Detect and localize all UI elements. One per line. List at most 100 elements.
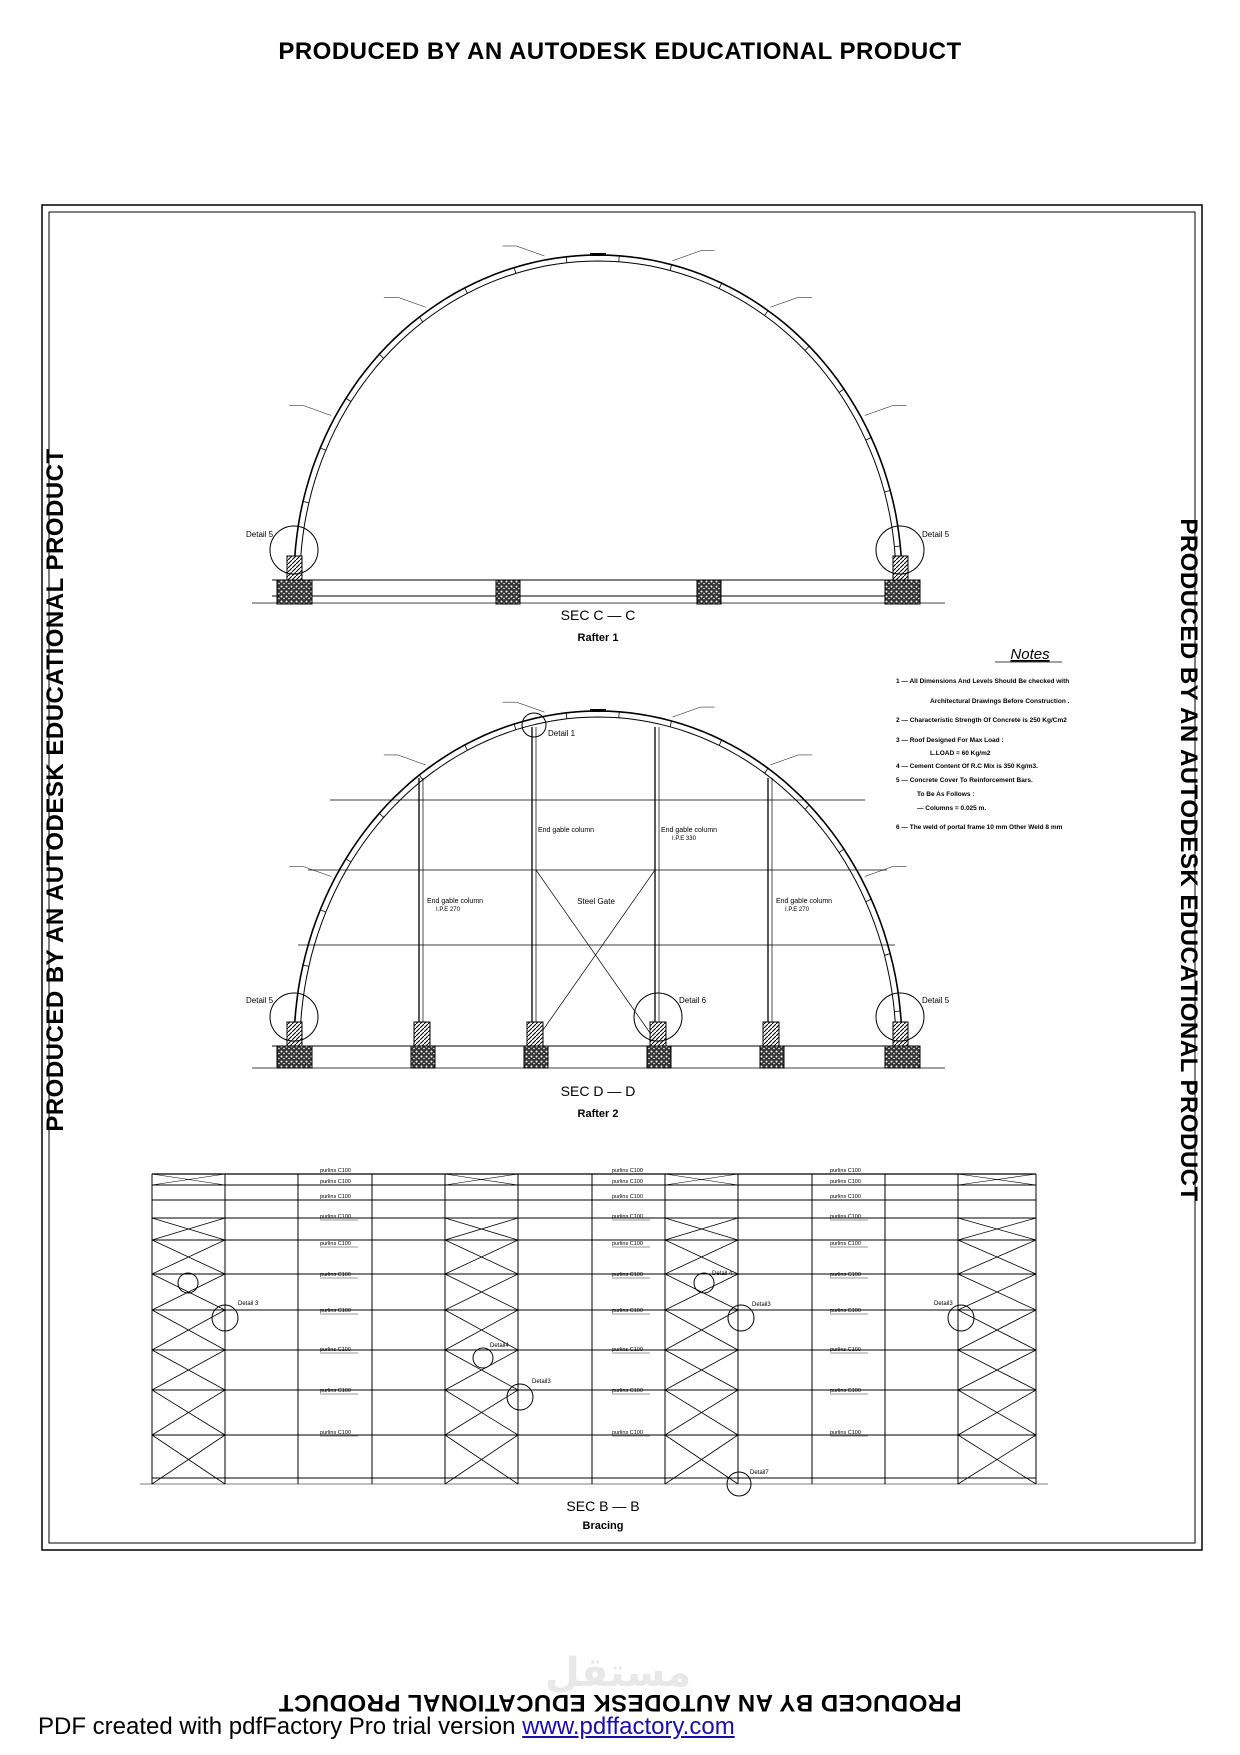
detail3-circle-1 <box>177 1272 199 1294</box>
section-bb-bracing <box>140 1173 1048 1485</box>
annotation-leader <box>770 754 799 766</box>
notes-block: Notes 1 — All Dimensions And Levels Shou… <box>896 646 1070 831</box>
detail5-label-dd-right: Detail 5 <box>922 996 950 1005</box>
purlin-label: purlins C100 <box>612 1168 643 1174</box>
rafter-joint-mark <box>894 545 901 548</box>
section-dd-arch <box>289 701 907 1047</box>
x-brace-member <box>664 1239 739 1275</box>
note-line-8: To Be As Follows : <box>917 791 974 798</box>
note-line-5: L.LOAD = 60 Kg/m2 <box>930 750 991 757</box>
purlin-label: purlins C100 <box>320 1194 351 1200</box>
x-brace-member <box>957 1349 1037 1391</box>
detail4-circle-1 <box>472 1347 494 1369</box>
end-gable-column-label-4: End gable column <box>776 898 832 905</box>
footing-left <box>276 579 313 605</box>
rafter-joint-mark <box>838 388 845 393</box>
purlin-label: purlins C100 <box>320 1214 351 1220</box>
detail1-circle <box>521 712 547 738</box>
annotation-leader <box>864 405 893 416</box>
note-line-4: 3 — Roof Designed For Max Load : <box>896 737 1004 744</box>
end-gable-column-label-1: End gable column <box>538 827 594 834</box>
x-brace-member <box>151 1217 226 1241</box>
detail3-circle-5 <box>947 1304 975 1332</box>
section-cc-subtitle: Rafter 1 <box>578 632 619 644</box>
ipe270-label-2: I.P.E 270 <box>785 907 810 913</box>
purlin-label: purlins C100 <box>320 1272 351 1278</box>
rafter-joint-mark <box>838 848 845 853</box>
purlin-label: purlins C100 <box>612 1388 643 1394</box>
notes-heading: Notes <box>1010 646 1050 663</box>
detail5-label-cc-left: Detail 5 <box>246 530 274 539</box>
note-line-10: 6 — The weld of portal frame 10 mm Other… <box>896 824 1063 831</box>
x-brace-member <box>151 1273 226 1311</box>
detail3-label-4: Detail3 <box>752 1302 771 1308</box>
purlin-label: purlins C100 <box>830 1194 861 1200</box>
rafter-joint-mark <box>418 316 424 323</box>
ipe270-label-1: I.P.E 270 <box>436 907 461 913</box>
purlin-label: purlins C100 <box>320 1179 351 1185</box>
purlin-label: purlins C100 <box>612 1214 643 1220</box>
detail5-circle-cc-left <box>269 525 319 575</box>
detail3-circle-4 <box>727 1304 755 1332</box>
footing-right <box>884 579 921 605</box>
section-bb-subtitle: Bracing <box>583 1520 624 1532</box>
ridge-splice <box>590 709 606 712</box>
pdf-footer: PDF created with pdfFactory Pro trial ve… <box>38 1713 735 1741</box>
rafter-joint-mark <box>418 774 424 781</box>
rafter-joint-mark <box>320 447 326 451</box>
section-bb-title: SEC B — B <box>566 1498 639 1514</box>
rafter-joint-mark <box>669 720 672 727</box>
section-cc-arch <box>289 245 907 581</box>
purlin-label: purlins C100 <box>830 1272 861 1278</box>
annotation-leader <box>516 245 545 257</box>
x-brace-member <box>957 1217 1037 1241</box>
pdf-footer-text: PDF created with pdfFactory Pro trial ve… <box>38 1713 523 1740</box>
rafter-joint-mark <box>302 500 309 504</box>
x-brace-member <box>151 1349 226 1391</box>
rafter-joint-mark <box>884 953 891 956</box>
rafter-inner-line <box>299 716 897 1047</box>
rafter-inner-line <box>299 260 897 581</box>
note-line-2: Architectural Drawings Before Constructi… <box>930 698 1070 705</box>
rafter-joint-mark <box>718 282 723 289</box>
x-brace-member <box>444 1389 519 1436</box>
purlin-label: purlins C100 <box>612 1179 643 1185</box>
rafter-joint-mark <box>565 712 568 719</box>
purlin-label: purlins C100 <box>830 1430 861 1436</box>
x-brace-member <box>151 1239 226 1275</box>
purlin-label: purlins C100 <box>612 1347 643 1353</box>
detail6-circle <box>633 992 683 1042</box>
annotation-leader <box>770 297 799 308</box>
x-brace-member <box>664 1434 739 1485</box>
annotation-leader <box>672 250 701 262</box>
x-brace-member <box>664 1217 739 1241</box>
rafter-joint-mark <box>865 437 872 441</box>
section-dd-subtitle: Rafter 2 <box>578 1108 619 1120</box>
x-brace-member <box>664 1309 739 1351</box>
annotation-leader <box>864 866 893 877</box>
purlin-label: purlins C100 <box>830 1347 861 1353</box>
rafter-joint-mark <box>884 490 891 493</box>
rafter-joint-mark <box>804 345 810 351</box>
detail4-circle-2 <box>693 1272 715 1294</box>
section-bb-purlin-labels: purlins C100 purlins C100 purlins C100 purl… <box>320 1168 868 1437</box>
rafter-joint-mark <box>345 858 352 863</box>
purlin-label: purlins C100 <box>320 1308 351 1314</box>
note-line-1: 1 — All Dimensions And Levels Should Be … <box>896 678 1069 685</box>
ridge-splice <box>590 253 606 256</box>
rafter-joint-mark <box>718 739 723 746</box>
section-cc-title: SEC C — C <box>561 607 636 623</box>
rafter-joint-mark <box>379 353 384 359</box>
x-brace-member <box>444 1434 519 1485</box>
steel-gate-label: Steel Gate <box>577 897 615 906</box>
purlin-label: purlins C100 <box>612 1241 643 1247</box>
rafter-joint-mark <box>804 804 810 810</box>
rafter-joint-mark <box>320 909 326 913</box>
x-brace-member <box>664 1349 739 1391</box>
educational-stamp-top: PRODUCED BY AN AUTODESK EDUCATIONAL PROD… <box>278 38 962 65</box>
detail3-circle-3 <box>506 1383 534 1411</box>
detail4-label-1: Detail4 <box>490 1343 509 1349</box>
section-dd-title: SEC D — D <box>561 1083 636 1099</box>
pdffactory-link[interactable]: www.pdffactory.com <box>522 1713 735 1740</box>
